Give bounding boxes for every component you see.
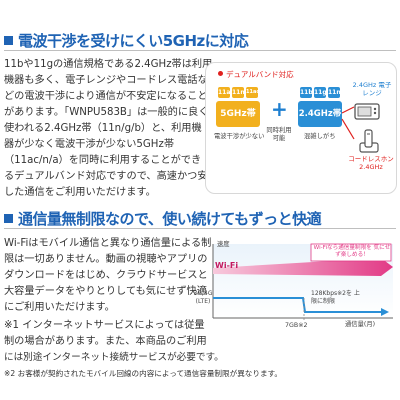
section1-heading: 電波干渉を受けにくい5GHzに対応	[4, 30, 249, 51]
callout-box	[310, 243, 392, 262]
cordless-phone-icon	[359, 129, 379, 153]
body-line: 11bや11gの通信規格である2.4GHz帯は利用	[4, 59, 213, 70]
footnote-line: 制の場合があります。また、本商品のご利用	[4, 336, 207, 347]
bullet-dot-icon	[218, 71, 223, 76]
x-axis-label: 通信量(月)	[345, 321, 376, 328]
middle-caption: 同時利用可能	[266, 127, 292, 142]
mobile-line	[213, 297, 383, 313]
body-line: るデュアルバンド対応ですので、高速かつ安定	[4, 171, 218, 182]
cordless-label: コードレスホン 2.4GHz	[348, 155, 394, 171]
section1-divider	[4, 50, 396, 51]
body-line: 限は一切ありません。動画の視聴やアプリの	[4, 254, 208, 265]
body-line: 使われる2.4GHz帯（11n/g/b）と、利用機	[4, 123, 202, 134]
section1-title: 電波干渉を受けにくい5GHzに対応	[18, 32, 249, 50]
body-line: どの電波干渉により通信が不安定になること	[4, 91, 208, 102]
dual-band-diagram: デュアルバンド対応 11a 11n 11ac 5GHz帯 電波干渉が少ない + …	[205, 62, 397, 194]
band5-chip: 11n	[232, 87, 245, 98]
band5-chip: 11a	[218, 87, 231, 98]
band24-chip: 11g	[314, 87, 327, 98]
section2-title: 通信量無制限なので、使い続けてもずっと快適	[18, 210, 322, 228]
footnote-line: ※2 お客様が契約されたモバイル回線の内容によって通信容量制限が異なります。	[4, 369, 283, 378]
mobile-arrowhead	[381, 308, 389, 316]
body-line: ダウンロードをはじめ、クラウドサービスと	[4, 270, 208, 281]
body-line: した通信をご利用いただけます。	[4, 187, 156, 198]
limit-marker-label: 7GB※2	[285, 322, 308, 329]
callout-text: Wi-Fiなら通信量制限を 気にせず楽しめる！	[313, 245, 391, 258]
y-axis-label: 速度	[217, 241, 230, 248]
speed-chart-svg	[212, 243, 393, 322]
band5-chip: 11ac	[246, 87, 259, 98]
body-line: Wi-Fiはモバイル通信と異なり通信量による制	[4, 238, 212, 249]
microwave-label: 2.4GHz 電子レンジ	[352, 81, 392, 97]
diagram-title-text: デュアルバンド対応	[226, 70, 294, 79]
footnote-line: には別途インターネット接続サービスが必要です。	[4, 352, 224, 363]
band5-box: 5GHz帯	[216, 101, 260, 127]
heading-square-icon	[4, 214, 13, 223]
speed-chart: 速度 Wi-Fi 3G/4G (LTE) Wi-Fiなら通信量制限を 気にせず楽…	[193, 241, 397, 330]
band24-chip: 11b	[300, 87, 313, 98]
diagram-title: デュアルバンド対応	[218, 69, 294, 80]
section2-divider	[4, 228, 396, 229]
interference-arrows	[341, 106, 355, 140]
band24-chip: 11n	[328, 87, 341, 98]
limit-note: 128Kbps※2を 上限に制限	[311, 290, 360, 305]
microwave-icon	[354, 103, 380, 120]
band24-box: 2.4GHz帯	[298, 101, 342, 127]
body-line: 器が少なく電波干渉が少ない5GHz帯	[4, 139, 175, 150]
mobile-label: 3G/4G (LTE)	[193, 290, 213, 305]
band24-caption: 混雑しがち	[304, 133, 336, 140]
wifi-label: Wi-Fi	[215, 261, 239, 270]
body-line: （11ac/n/a）を同時に利用することができ	[4, 155, 202, 166]
section2-heading: 通信量無制限なので、使い続けてもずっと快適	[4, 208, 322, 229]
body-line: 大容量データをやりとりしても気にせず快適	[4, 286, 207, 297]
footnote-line: ※1 インターネットサービスによっては従量	[4, 320, 205, 331]
body-line: があります。「WNPU583B」は一般的に良く	[4, 107, 209, 118]
body-line: にご利用いただけます。	[4, 302, 115, 313]
wifi-band	[213, 258, 393, 276]
plus-icon: +	[271, 97, 288, 121]
body-line: 機器も多く、電子レンジやコードレス電話な	[4, 75, 208, 86]
heading-square-icon	[4, 36, 13, 45]
band5-caption: 電波干渉が少ない	[214, 133, 265, 140]
